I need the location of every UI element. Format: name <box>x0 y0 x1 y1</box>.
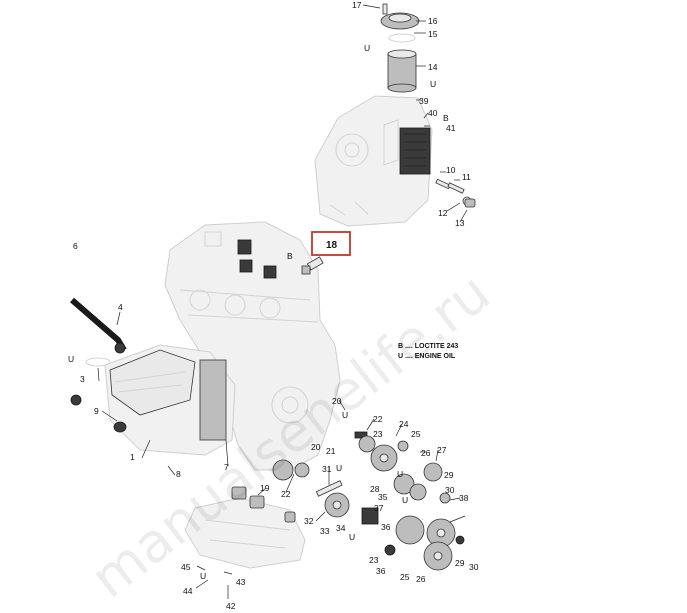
callout-10: 10 <box>446 165 456 175</box>
callout-25a: 25 <box>411 429 421 439</box>
callout-23b: 23 <box>369 555 379 565</box>
oil-pump-parts <box>231 486 296 523</box>
symbol-u-20: U <box>342 410 348 420</box>
symbol-u-44: U <box>200 571 206 581</box>
callout-29b: 29 <box>455 558 465 568</box>
callout-8: 8 <box>176 469 181 479</box>
oil-tank <box>70 344 236 456</box>
callout-29a: 29 <box>444 470 454 480</box>
ghost-engine-block <box>164 221 341 471</box>
small-screws-right <box>435 178 476 208</box>
callout-30b: 30 <box>469 562 479 572</box>
callout-24: 24 <box>399 419 409 429</box>
callout-15: 15 <box>428 29 438 39</box>
callout-25b: 25 <box>400 572 410 582</box>
highlight-label-18: 18 <box>326 240 338 251</box>
callout-numbers: 17 16 15 14 39 40 41 10 11 12 13 6 4 3 9… <box>73 0 479 611</box>
callout-3: 3 <box>80 374 85 384</box>
callout-34: 34 <box>336 523 346 533</box>
callout-23a: 23 <box>373 429 383 439</box>
symbol-u-15: U <box>364 43 370 53</box>
callout-42: 42 <box>226 601 236 611</box>
callout-39: 39 <box>419 96 429 106</box>
legend-engine-oil: U .... ENGINE OIL <box>398 353 456 360</box>
symbol-u-25: U <box>402 495 408 505</box>
callout-38: 38 <box>459 493 469 503</box>
callout-7: 7 <box>224 462 229 472</box>
callout-43: 43 <box>236 577 246 587</box>
callout-20b: 20 <box>311 442 321 452</box>
legend: B .... LOCTITE 243 U .... ENGINE OIL <box>398 343 458 360</box>
symbol-u-21: U <box>336 463 342 473</box>
callout-22a: 22 <box>281 489 291 499</box>
oil-cooler <box>383 119 431 175</box>
gear-train <box>272 431 465 571</box>
callout-32: 32 <box>304 516 314 526</box>
symbol-u-30: U <box>397 469 403 479</box>
callout-27: 27 <box>437 445 447 455</box>
callout-30a: 30 <box>445 485 455 495</box>
callout-45: 45 <box>181 562 191 572</box>
callout-16: 16 <box>428 16 438 26</box>
callout-12: 12 <box>438 208 448 218</box>
highlight-box-18 <box>311 231 351 256</box>
callout-1: 1 <box>130 452 135 462</box>
legend-loctite: B .... LOCTITE 243 <box>398 343 458 350</box>
callout-13: 13 <box>455 218 465 228</box>
dipstick-tube <box>70 297 127 354</box>
callout-9: 9 <box>94 406 99 416</box>
callout-31: 31 <box>322 464 332 474</box>
sensor-18 <box>301 256 324 275</box>
callout-40: 40 <box>428 108 438 118</box>
callout-37: 37 <box>374 503 384 513</box>
symbol-u-33: U <box>349 532 355 542</box>
callout-19: 19 <box>260 483 270 493</box>
callout-36b: 36 <box>376 566 386 576</box>
callout-20a: 20 <box>332 396 342 406</box>
symbol-u-3: U <box>68 354 74 364</box>
callout-26a: 26 <box>421 448 431 458</box>
callout-11: 11 <box>462 172 471 182</box>
callout-33: 33 <box>320 526 330 536</box>
callout-26b: 26 <box>416 574 426 584</box>
callout-4: 4 <box>118 302 123 312</box>
callout-28: 28 <box>370 484 380 494</box>
oil-filter-assembly <box>380 3 420 93</box>
callout-22b: 22 <box>373 414 383 424</box>
callout-41: 41 <box>446 123 456 133</box>
symbol-u-14: U <box>430 79 436 89</box>
callout-35: 35 <box>378 492 388 502</box>
callout-6: 6 <box>73 241 78 251</box>
symbol-b-18: B <box>287 251 293 261</box>
callout-17: 17 <box>352 0 362 10</box>
leader-lines <box>97 4 468 599</box>
callout-36: 36 <box>381 522 391 532</box>
callout-14: 14 <box>428 62 438 72</box>
callout-44: 44 <box>183 586 193 596</box>
callout-21: 21 <box>326 446 336 456</box>
compound-symbols: U U B B U U U U U U U <box>68 43 449 581</box>
symbol-b-41: B <box>443 113 449 123</box>
